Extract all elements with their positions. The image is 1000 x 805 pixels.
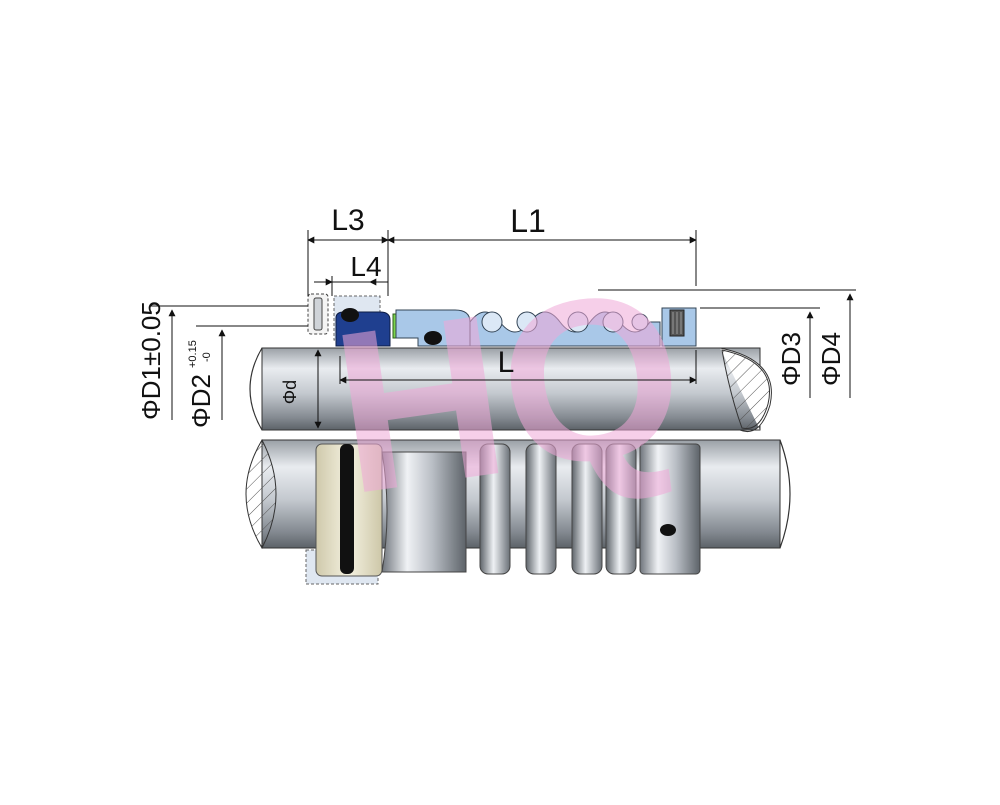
o-ring-lower [424,331,442,345]
watermark-text: HQ [320,240,697,543]
o-ring-upper [341,308,359,322]
label-d2-tol-upper: +0.15 [187,340,199,368]
rotating-face [381,451,467,573]
label-l1: L1 [510,203,546,239]
seal-3d-view [305,443,701,585]
pin-core [313,297,323,331]
convolution-bulb [567,311,589,333]
label-d3: ΦD3 [776,332,806,386]
label-l4: L4 [350,251,381,282]
drive-collar [639,443,701,575]
label-d2: ΦD2 [186,374,216,428]
seal-cross-section [307,293,697,347]
label-d: Φd [280,380,300,404]
label-l: L [498,346,515,379]
bellows-rib [525,443,557,575]
convolution-bulb [602,311,624,333]
convolution-bulb [631,313,649,331]
label-d2-tol-lower: -0 [201,352,213,362]
label-d1: ΦD1±0.05 [136,301,166,420]
convolution-bulb [516,311,538,333]
bellows-body [395,309,471,347]
set-screw-hole [660,524,676,536]
bellows-rib [605,443,637,575]
o-ring-band [340,444,354,574]
label-l3: L3 [331,204,364,237]
watermark: HQ [320,240,697,543]
bellows-rib [479,443,511,575]
labels: L3 L4 L1 L Φd ΦD1±0.05 ΦD2 +0.15 -0 ΦD3 … [136,203,846,428]
dimensions [150,230,856,429]
label-d4: ΦD4 [816,332,846,386]
convolution-bulb [481,311,503,333]
bellows-rib [571,443,603,575]
